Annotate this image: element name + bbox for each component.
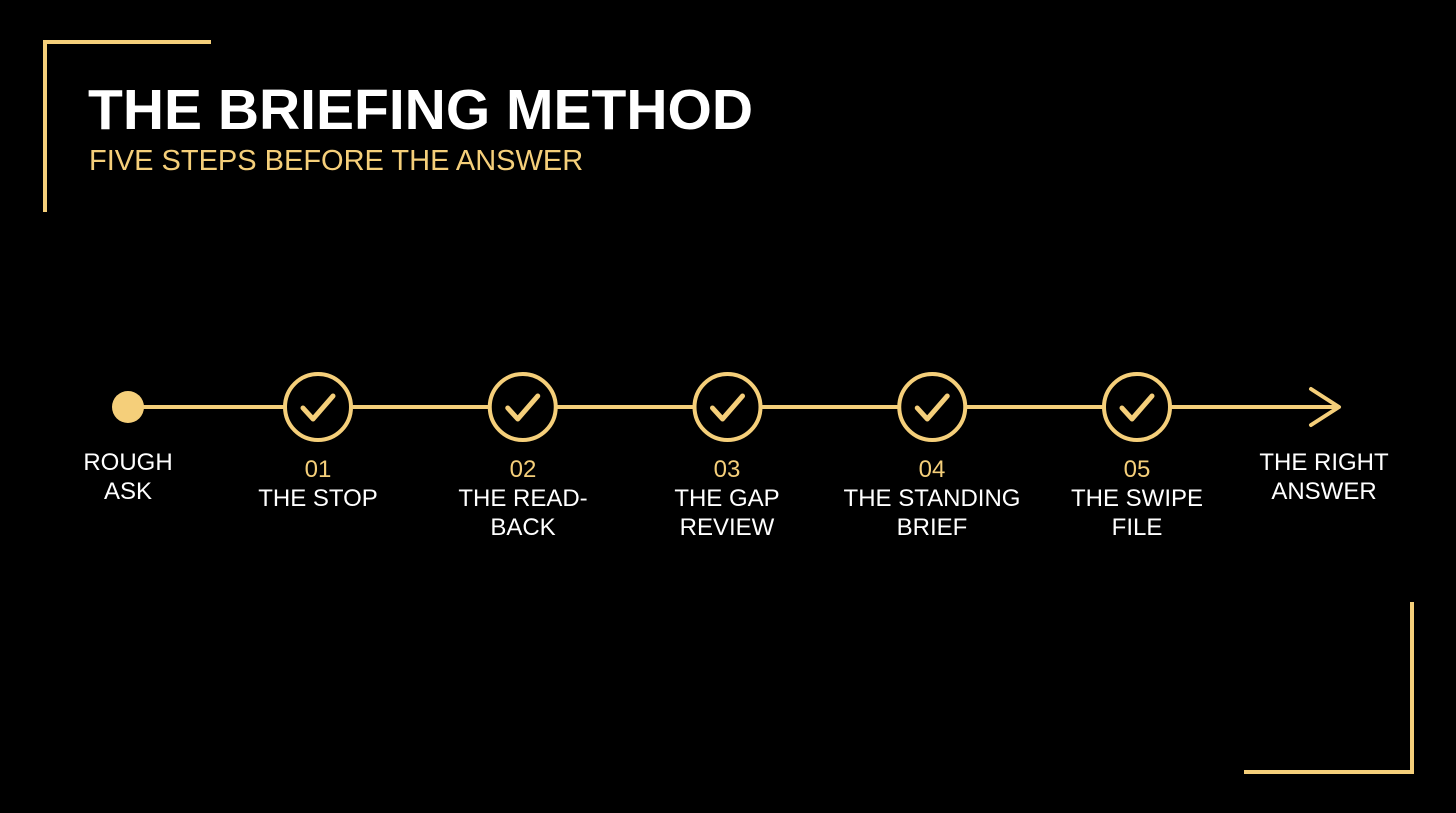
step-markers bbox=[283, 372, 1172, 442]
step-label-4: 04 THE STANDING BRIEF bbox=[812, 455, 1052, 542]
step-number-4: 04 bbox=[918, 456, 946, 483]
page-title: THE BRIEFING METHOD bbox=[88, 78, 753, 142]
step-number-3: 03 bbox=[713, 456, 741, 483]
end-arrow-icon bbox=[1309, 387, 1341, 427]
step-title-3: THE GAP REVIEW bbox=[674, 485, 780, 541]
page-subtitle: FIVE STEPS BEFORE THE ANSWER bbox=[89, 145, 584, 177]
check-circle-icon bbox=[897, 372, 968, 442]
check-circle-icon bbox=[692, 372, 763, 442]
step-title-2: THE READ- BACK bbox=[458, 485, 588, 541]
step-title-1: THE STOP bbox=[258, 485, 378, 512]
checkmark-icon bbox=[505, 393, 541, 422]
decorative-corner-bottom-right bbox=[1244, 602, 1414, 774]
check-circle-icon bbox=[1102, 372, 1172, 442]
end-label: THE RIGHT ANSWER bbox=[1259, 449, 1389, 505]
checkmark-icon bbox=[1119, 393, 1155, 422]
step-label-3: 03 THE GAP REVIEW bbox=[607, 455, 847, 542]
step-number-1: 01 bbox=[304, 456, 332, 483]
checkmark-icon bbox=[300, 393, 336, 422]
check-circle-icon bbox=[487, 372, 558, 442]
decorative-corner-top-left bbox=[43, 40, 211, 212]
step-number-5: 05 bbox=[1123, 456, 1151, 483]
step-label-1: 01 THE STOP bbox=[198, 455, 438, 513]
step-label-5: 05 THE SWIPE FILE bbox=[1017, 455, 1257, 542]
step-number-2: 02 bbox=[509, 456, 537, 483]
checkmark-icon bbox=[914, 393, 950, 422]
start-label: ROUGH ASK bbox=[83, 449, 173, 505]
start-dot-icon bbox=[112, 391, 144, 423]
step-title-5: THE SWIPE FILE bbox=[1070, 485, 1203, 541]
step-title-4: THE STANDING BRIEF bbox=[843, 485, 1021, 541]
step-label-2: 02 THE READ- BACK bbox=[403, 455, 643, 542]
check-circle-icon bbox=[283, 372, 353, 442]
checkmark-icon bbox=[710, 393, 745, 422]
